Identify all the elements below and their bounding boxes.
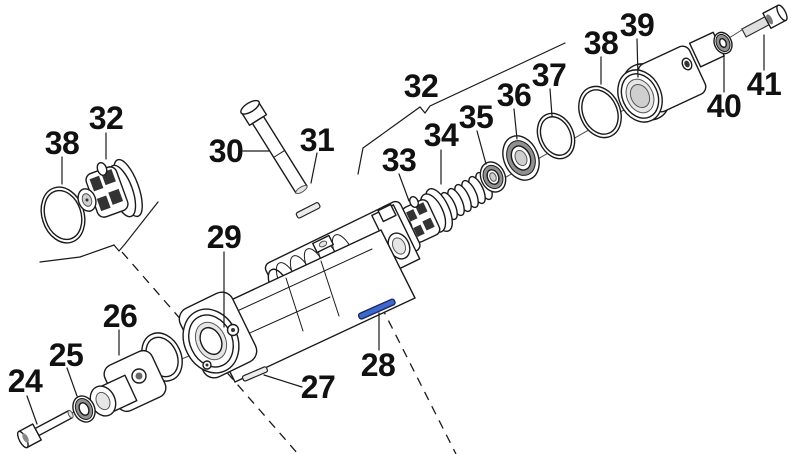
part-38-oring-right xyxy=(578,85,622,139)
leader-35 xyxy=(476,130,487,165)
part-36-seal xyxy=(502,135,540,181)
part-26-elbow-fitting xyxy=(89,332,183,417)
part-37-oring xyxy=(536,112,576,160)
blue-pin-body xyxy=(357,298,396,320)
leader-24 xyxy=(26,395,38,425)
part-35-seal xyxy=(479,161,507,193)
part-label-35: 35 xyxy=(459,99,494,135)
part-25-washer xyxy=(72,395,96,423)
part-31-pin xyxy=(295,202,321,219)
part-label-33: 33 xyxy=(382,142,417,178)
leader-36 xyxy=(513,108,518,140)
part-30-bolt xyxy=(240,99,308,195)
part-label-36: 36 xyxy=(497,77,532,113)
dashed-axis-right xyxy=(373,291,457,454)
part-label-26: 26 xyxy=(103,298,138,334)
part-label-41: 41 xyxy=(747,66,782,102)
part-38-oring-left xyxy=(40,186,86,244)
leader-25 xyxy=(66,367,78,397)
leader-31 xyxy=(310,152,318,184)
part-label-38-right: 38 xyxy=(584,25,619,61)
bracket-32-right xyxy=(357,42,566,175)
part-label-24: 24 xyxy=(8,363,43,399)
part-label-31: 31 xyxy=(300,122,335,158)
part-label-40: 40 xyxy=(707,88,742,124)
part-label-25: 25 xyxy=(49,337,84,373)
part-label-32-right: 32 xyxy=(404,68,439,104)
part-24-bolt xyxy=(16,409,74,449)
part-29-housing xyxy=(178,200,421,383)
part-label-34: 34 xyxy=(424,117,459,153)
part-label-37: 37 xyxy=(532,57,567,93)
part-label-30: 30 xyxy=(209,133,244,169)
part-40-washer xyxy=(713,31,733,55)
part-32-valve-cartridge-left xyxy=(77,158,143,218)
part-label-29: 29 xyxy=(207,219,242,255)
part-label-27: 27 xyxy=(301,369,336,405)
leader-27 xyxy=(263,374,303,388)
part-label-39: 39 xyxy=(620,7,655,43)
part-28-pin-blue xyxy=(357,298,396,320)
part-41-bolt xyxy=(741,4,788,38)
part-label-38-left: 38 xyxy=(45,125,80,161)
leader-33 xyxy=(398,173,410,202)
leader-39 xyxy=(636,38,639,78)
leader-37 xyxy=(549,88,553,117)
bracket-32-left xyxy=(39,201,159,263)
part-27-pin xyxy=(241,366,269,382)
part-label-32-left: 32 xyxy=(89,100,124,136)
part-label-28: 28 xyxy=(361,347,396,383)
part-39-cap-housing xyxy=(617,31,725,123)
